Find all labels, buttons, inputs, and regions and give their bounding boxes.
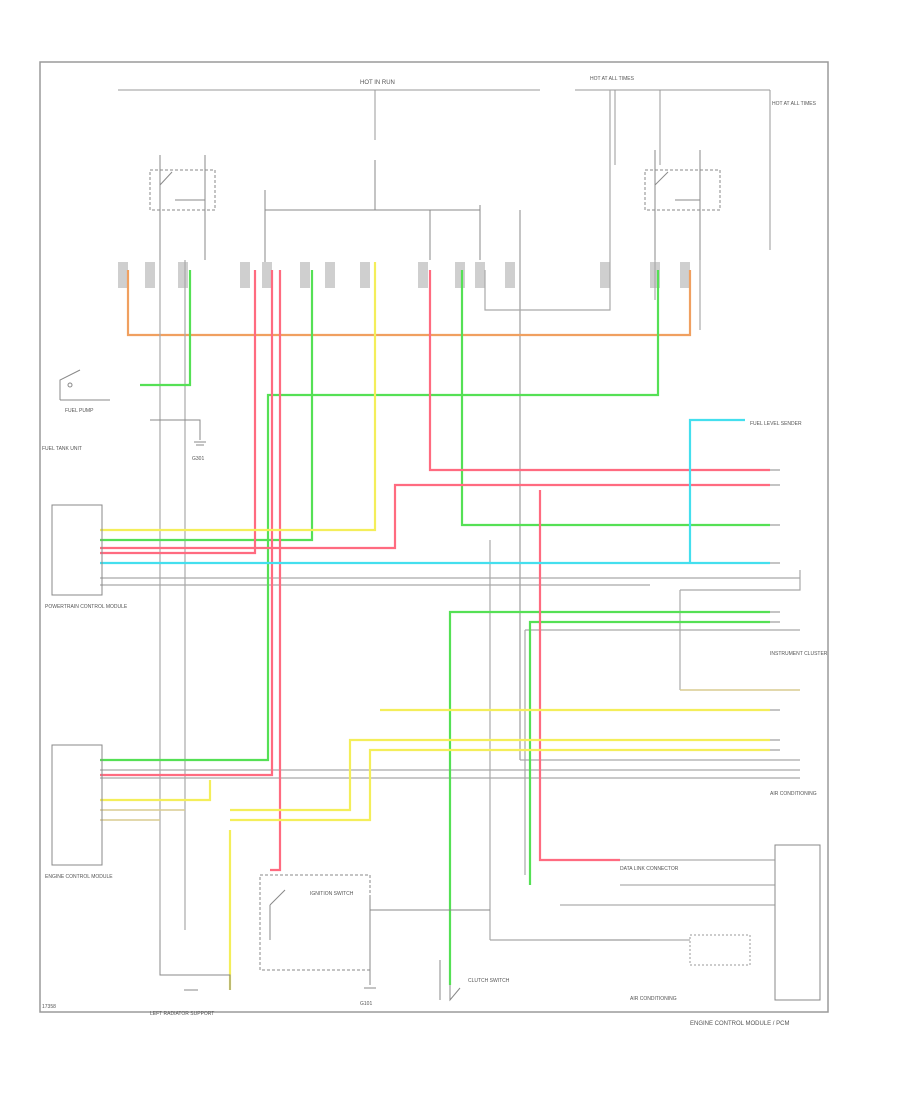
- splice-bus: [264, 160, 521, 760]
- gray-wires: [100, 90, 801, 941]
- bottom-right-inner-box: [689, 934, 751, 966]
- bottom-right-module-label: DATA LINK CONNECTOR: [620, 866, 679, 872]
- left-module-box: [51, 504, 103, 596]
- ground-label: G301: [192, 456, 204, 462]
- bottom-left-ground: [159, 930, 231, 991]
- top-label-right: HOT AT ALL TIMES: [772, 101, 817, 107]
- fuel-pump-label: FUEL PUMP: [65, 408, 94, 414]
- bottom-left-ground-label: LEFT RADIATOR SUPPORT: [150, 1011, 214, 1017]
- data-link-label: AIR CONDITIONING: [630, 996, 677, 1002]
- ground-g301: [150, 419, 206, 446]
- fuel-pump-symbol: [59, 369, 110, 401]
- top-label-center: HOT AT ALL TIMES: [590, 76, 635, 82]
- top-label-left: HOT IN RUN: [360, 80, 395, 86]
- left-module-label: POWERTRAIN CONTROL MODULE: [45, 604, 128, 610]
- bottom-left-module-label: ENGINE CONTROL MODULE: [45, 874, 113, 880]
- orange-wire: [126, 270, 692, 337]
- right-lower-module-label: AIR CONDITIONING: [770, 791, 817, 797]
- bottom-right-module-box: [774, 844, 821, 1001]
- yellow-wires: [100, 262, 770, 990]
- cyan-wires: [100, 418, 770, 565]
- bottom-left-module-box: [51, 744, 103, 866]
- bottom-center-ground-label: G101: [360, 1001, 372, 1007]
- right-mid-module-label: INSTRUMENT CLUSTER: [770, 651, 828, 657]
- right-top-module-label: FUEL LEVEL SENDER: [750, 421, 802, 427]
- right-connector-ticks: [770, 469, 780, 751]
- ignition-switch-symbol: [259, 874, 490, 989]
- footer-code: 17358: [42, 1004, 56, 1010]
- clutch-switch-label: CLUTCH SWITCH: [468, 978, 510, 984]
- bottom-right-wires: [560, 859, 775, 941]
- connector-row: [118, 262, 690, 288]
- tan-wires: [100, 689, 800, 821]
- left-relay: [149, 155, 216, 260]
- power-bus: [118, 89, 771, 250]
- right-relay: [644, 150, 721, 260]
- red-wires: [100, 270, 770, 872]
- clutch-switch-symbol: [439, 960, 461, 1002]
- diagram-frame: [39, 61, 829, 1013]
- bottom-right-title: ENGINE CONTROL MODULE / PCM: [690, 1021, 789, 1027]
- fuel-tank-unit-label: FUEL TANK UNIT: [42, 446, 82, 452]
- ignition-switch-label: IGNITION SWITCH: [310, 891, 354, 897]
- green-wires: [100, 270, 770, 985]
